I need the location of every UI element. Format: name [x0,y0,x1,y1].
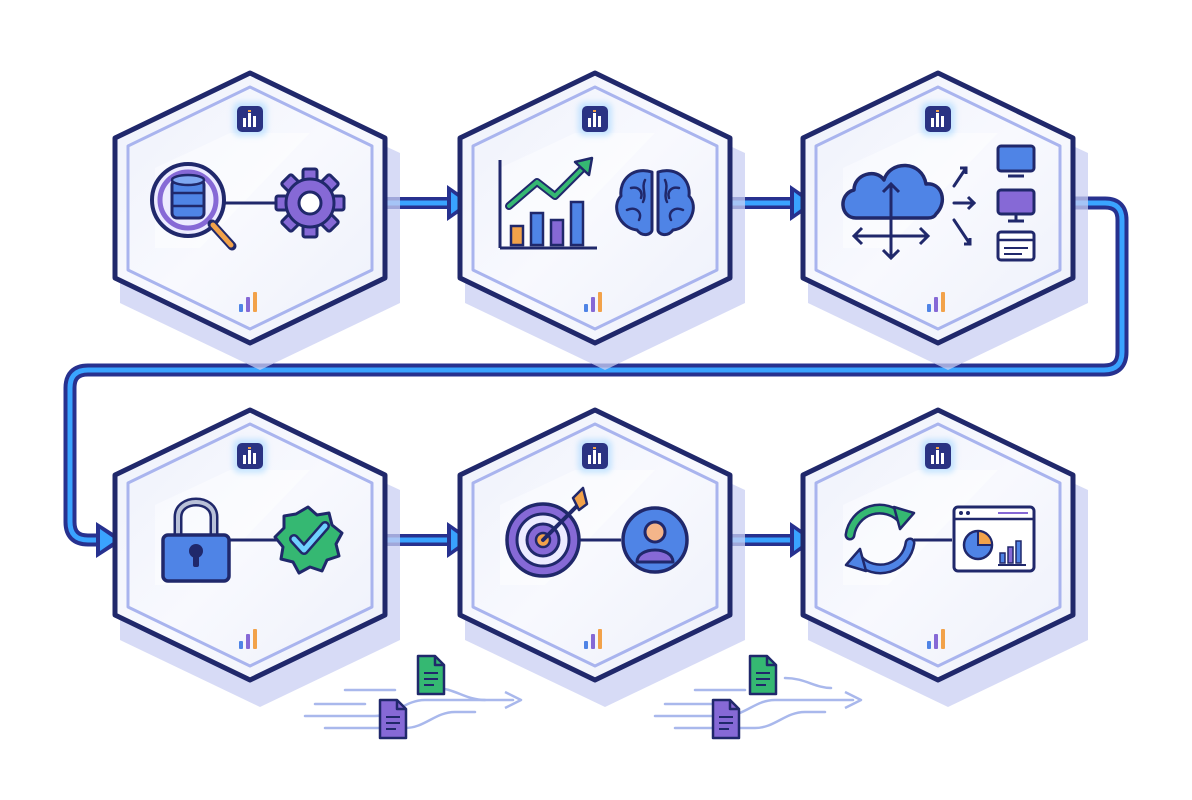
refresh-cycle-icon [844,503,916,575]
padlock-icon [161,497,231,583]
stage-6-hexagon [803,410,1088,707]
database-search-icon [150,162,237,251]
target-arrow-icon [505,486,589,578]
stage-1-hexagon [115,73,400,370]
growth-chart-icon [498,156,597,250]
monitor-icon [996,144,1036,178]
stage-5-hexagon [460,410,745,707]
cloud-distribution-icon [841,163,977,261]
stage-2-hexagon [460,73,745,370]
connector-3-4 [63,196,1129,558]
document-stream-icon [303,654,523,740]
stage-3-hexagon [803,73,1088,370]
verified-badge-icon [273,505,344,575]
document-stream-icon [653,654,863,740]
brain-icon [615,169,695,237]
desktop-icon [996,188,1036,223]
browser-window-icon [996,230,1036,262]
gear-icon [274,167,346,239]
stage-4-hexagon [115,410,400,707]
user-avatar-icon [621,506,689,574]
dashboard-window-icon [952,505,1036,573]
